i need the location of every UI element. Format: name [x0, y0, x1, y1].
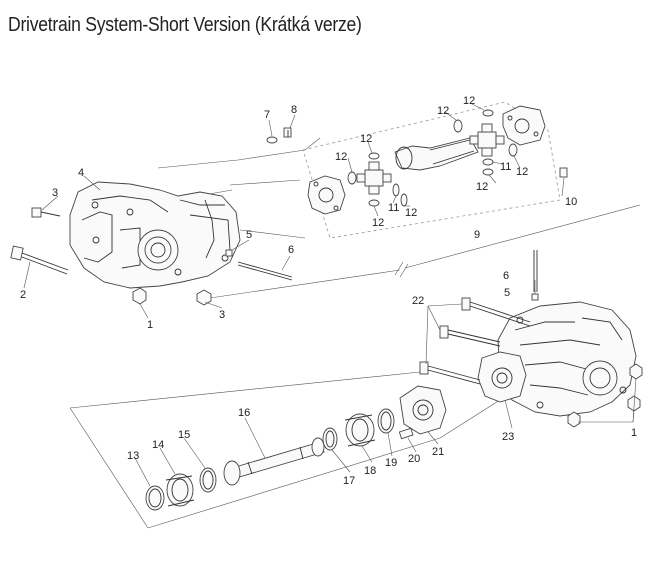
label-17: 17	[343, 475, 355, 487]
label-7: 7	[264, 109, 270, 121]
clip-12-b	[368, 199, 380, 207]
rod-6a	[237, 261, 293, 281]
pin-5b	[531, 293, 539, 301]
label-3a: 3	[52, 187, 58, 199]
label-15: 15	[178, 429, 190, 441]
ring-17	[322, 427, 338, 451]
bolts-22	[419, 297, 531, 385]
front-differential	[69, 181, 241, 289]
label-16: 16	[238, 407, 250, 419]
clip-12-f	[482, 109, 494, 117]
part-labels: 2 3 4 1 3 5 6 7 8 9 10 11 11 12 12 12 12…	[20, 95, 637, 487]
rod-6b	[533, 250, 538, 292]
bolt-10	[559, 167, 568, 178]
u-joint-left	[356, 161, 392, 195]
propeller-shaft-9	[394, 137, 479, 171]
bolt-2	[10, 245, 69, 275]
label-20: 20	[408, 453, 420, 465]
ring-19	[377, 408, 395, 434]
label-6a: 6	[288, 244, 294, 256]
label-22: 22	[412, 295, 424, 307]
label-18: 18	[364, 465, 376, 477]
label-6b: 6	[503, 270, 509, 282]
ring-15	[199, 467, 217, 493]
boot-21	[399, 385, 447, 435]
label-4: 4	[78, 167, 84, 179]
label-9: 9	[474, 229, 480, 241]
flange-yoke-left	[307, 175, 346, 215]
label-1b: 1	[631, 427, 637, 439]
label-11b: 11	[500, 161, 511, 173]
label-19: 19	[385, 457, 397, 469]
nut-1a	[132, 287, 147, 305]
propshaft-group-box	[302, 101, 561, 239]
washer-7	[266, 136, 278, 144]
label-12g: 12	[476, 181, 488, 193]
clip-12-d	[400, 193, 408, 207]
label-12c: 12	[372, 217, 384, 229]
clip-11-a	[392, 183, 400, 197]
bearing-18	[344, 413, 376, 447]
label-21: 21	[432, 446, 444, 458]
nut-3b	[196, 289, 212, 306]
label-12f: 12	[463, 95, 475, 107]
label-1a: 1	[147, 319, 153, 331]
label-13: 13	[127, 450, 139, 462]
pin-20	[398, 427, 414, 440]
label-2: 2	[20, 289, 26, 301]
label-10: 10	[565, 196, 577, 208]
clip-12-h	[508, 143, 518, 157]
label-14: 14	[152, 439, 164, 451]
rear-differential	[497, 301, 637, 417]
bearing-14	[165, 473, 195, 507]
pin-5a	[225, 249, 233, 257]
label-12d: 12	[405, 207, 417, 219]
label-5b: 5	[504, 287, 510, 299]
label-8: 8	[291, 104, 297, 116]
label-12h: 12	[516, 166, 528, 178]
bolt-3a	[31, 207, 61, 218]
flange-23	[477, 351, 527, 403]
u-joint-right	[469, 123, 505, 157]
clip-12-c	[368, 152, 380, 160]
diagram-title: Drivetrain System-Short Version (Krátká …	[8, 14, 362, 36]
label-12b: 12	[360, 133, 372, 145]
bolt-8	[283, 127, 292, 138]
label-11a: 11	[388, 202, 399, 214]
clip-11-b	[482, 158, 494, 166]
label-3b: 3	[219, 309, 225, 321]
flange-yoke-right	[502, 105, 546, 146]
label-12e: 12	[437, 105, 449, 117]
label-5a: 5	[246, 229, 252, 241]
clip-12-a	[347, 171, 357, 185]
ring-13	[145, 485, 165, 511]
leader-lines	[23, 102, 637, 487]
label-12a: 12	[335, 151, 347, 163]
label-23: 23	[502, 431, 514, 443]
clip-12-e	[453, 119, 463, 133]
clip-12-g	[482, 168, 494, 176]
shaft-16	[223, 437, 325, 486]
